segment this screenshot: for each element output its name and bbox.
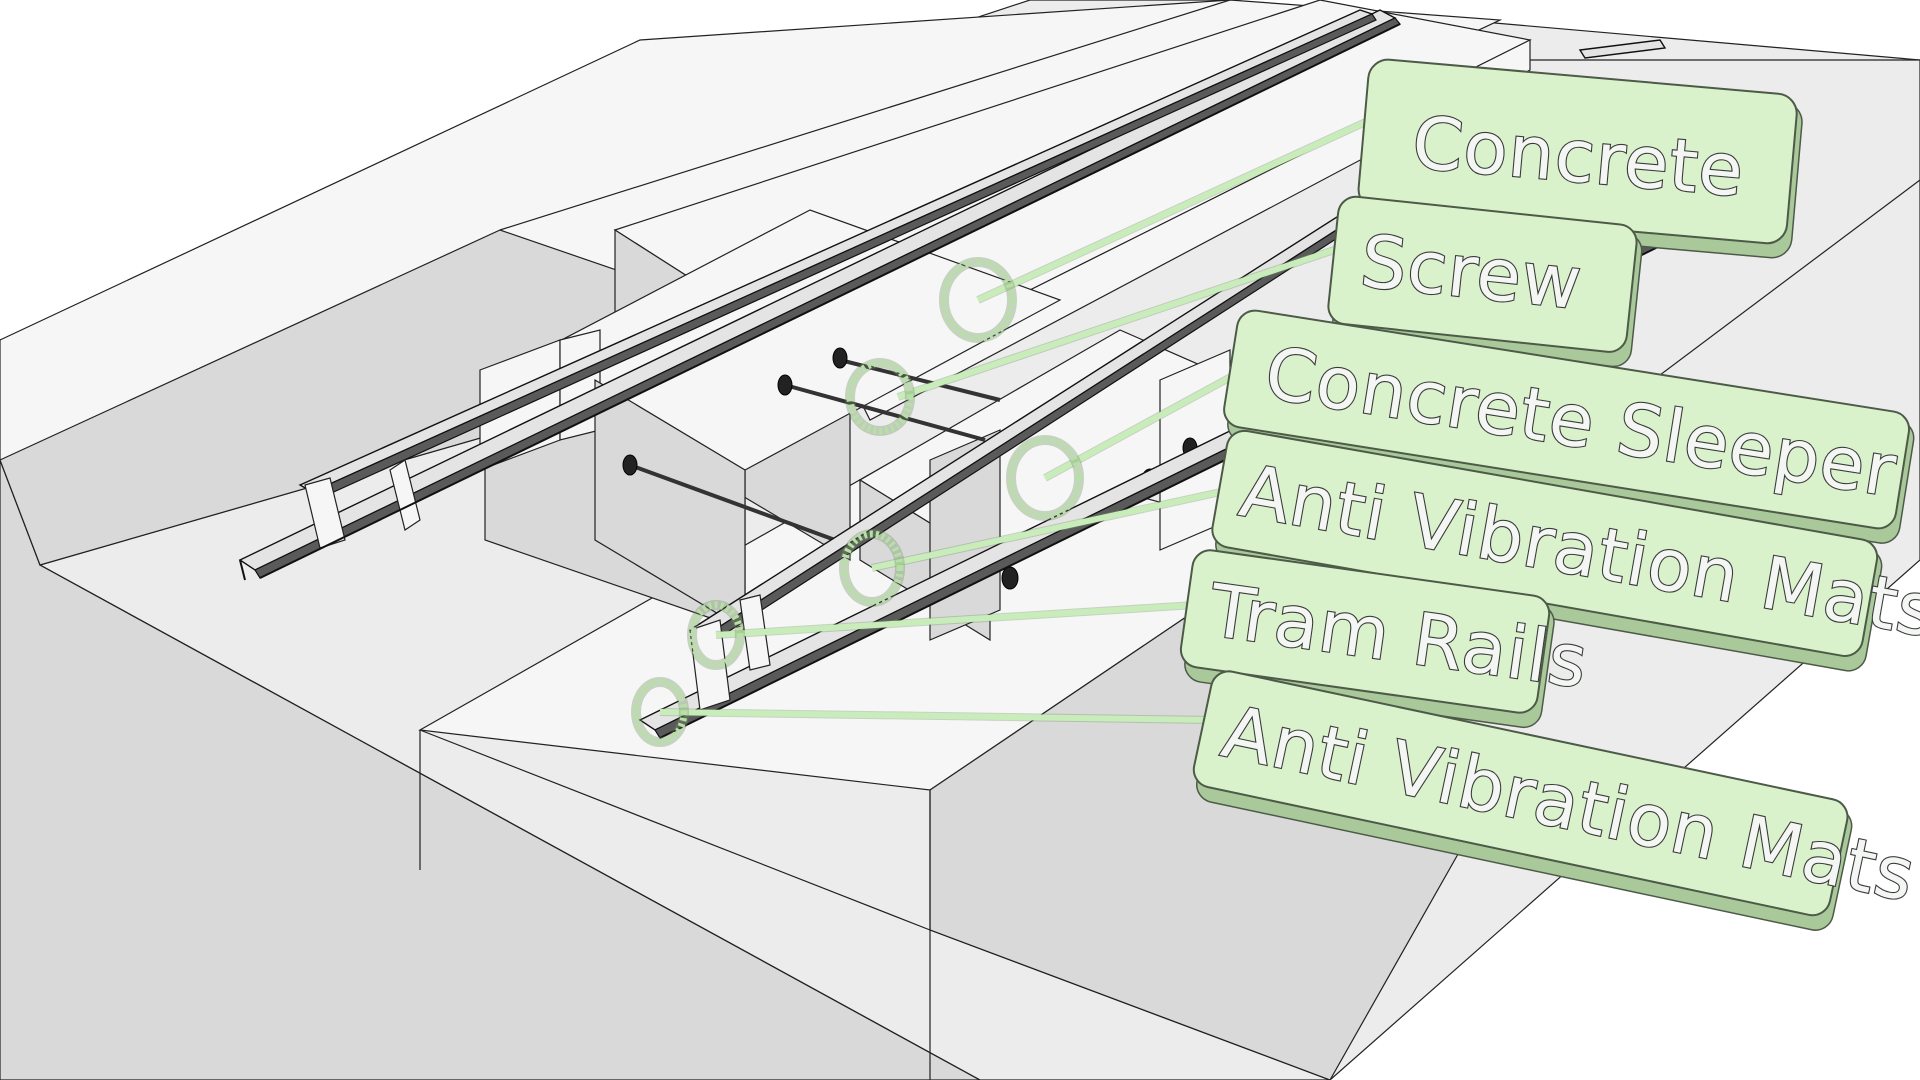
callout-rings [631,257,1084,747]
tram-rail-left [238,9,1401,581]
label-concrete: Concrete [1357,58,1803,259]
label-screw: Screw [1327,195,1643,368]
leader-lines [659,116,1372,724]
label-anti-vibration-mats-upper: Anti Vibration Mats [1211,429,1920,672]
